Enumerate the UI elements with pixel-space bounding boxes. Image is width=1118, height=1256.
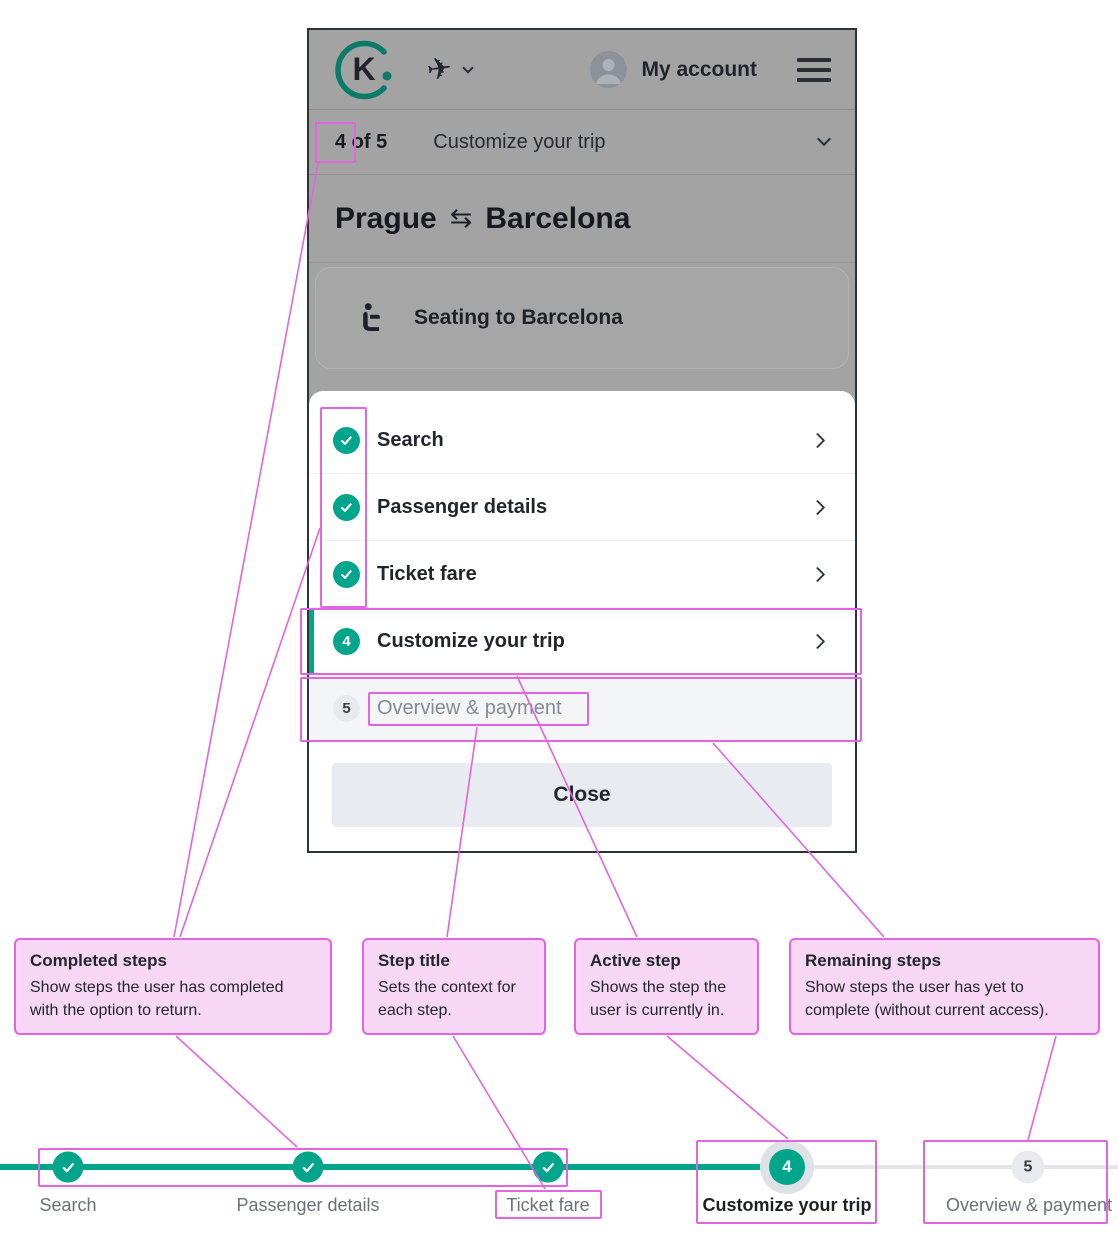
chevron-right-icon bbox=[809, 499, 826, 515]
step-number-badge: 5 bbox=[333, 695, 360, 722]
menu-icon[interactable] bbox=[797, 57, 831, 82]
annotation-step-title: Step title Sets the context for each ste… bbox=[362, 938, 546, 1036]
annotation-remaining-steps: Remaining steps Show steps the user has … bbox=[789, 938, 1100, 1036]
stepper-step-overview-payment: 5 bbox=[1011, 1150, 1045, 1184]
annotation-title: Completed steps bbox=[30, 951, 167, 970]
seat-icon bbox=[363, 303, 380, 332]
step-number-badge: 4 bbox=[333, 627, 360, 655]
step-menu-item-label: Ticket fare bbox=[377, 562, 477, 585]
close-button[interactable]: Close bbox=[332, 763, 832, 827]
check-icon bbox=[333, 493, 360, 521]
chevron-down-icon[interactable] bbox=[462, 61, 474, 74]
annotation-title: Remaining steps bbox=[805, 951, 942, 970]
stepper-step-customize-your-trip[interactable]: 4 bbox=[769, 1149, 805, 1185]
my-account-label[interactable]: My account bbox=[641, 57, 757, 81]
step-menu-item-customize-your-trip[interactable]: 4 Customize your trip bbox=[309, 608, 855, 675]
stepper-step-passenger-details[interactable] bbox=[292, 1151, 324, 1183]
step-counter: 4 of 5 bbox=[335, 130, 388, 153]
avatar[interactable] bbox=[590, 51, 628, 88]
step-menu-item-passenger-details[interactable]: Passenger details bbox=[309, 474, 855, 541]
modal-footer: Close bbox=[309, 742, 855, 827]
destination-city: Barcelona bbox=[485, 201, 631, 235]
origin-city: Prague bbox=[335, 201, 437, 235]
stepper-label-passenger-details: Passenger details bbox=[236, 1195, 380, 1215]
app-header: K ✈ My account bbox=[309, 30, 855, 110]
stepper-track-remaining bbox=[787, 1165, 1118, 1169]
annotation-active-step: Active step Shows the step the user is c… bbox=[574, 938, 759, 1036]
chevron-down-icon[interactable] bbox=[816, 131, 832, 147]
annotation-completed-steps: Completed steps Show steps the user has … bbox=[14, 938, 332, 1036]
annotation-description: Show steps the user has yet to complete … bbox=[805, 979, 1049, 1020]
step-menu-item-label: Customize your trip bbox=[377, 629, 565, 652]
step-menu-item-label: Overview & payment bbox=[377, 697, 562, 719]
stepper-step-ticket-fare[interactable] bbox=[532, 1151, 564, 1183]
check-icon bbox=[333, 560, 360, 588]
step-menu-item-ticket-fare[interactable]: Ticket fare bbox=[309, 541, 855, 608]
person-icon bbox=[590, 51, 628, 88]
step-menu-item-label: Search bbox=[377, 428, 444, 451]
check-icon bbox=[542, 1162, 554, 1172]
step-menu-item-overview-payment: 5 Overview & payment bbox=[309, 675, 855, 742]
annotation-title: Active step bbox=[590, 951, 681, 970]
stepper-step-search[interactable] bbox=[52, 1151, 84, 1183]
seating-section[interactable]: Seating to Barcelona bbox=[315, 267, 849, 369]
kiwi-logo-letter: K bbox=[352, 51, 376, 87]
annotation-description: Sets the context for each step. bbox=[378, 979, 516, 1020]
step-menu-item-search[interactable]: Search bbox=[309, 407, 855, 474]
stepper-track-completed bbox=[0, 1164, 787, 1170]
chevron-right-icon bbox=[809, 566, 826, 582]
kiwi-logo[interactable]: K bbox=[333, 39, 395, 101]
check-icon bbox=[62, 1162, 74, 1172]
trip-route-title: Prague ⇆ Barcelona bbox=[309, 175, 855, 263]
stepper-label-overview-payment: Overview & payment bbox=[945, 1195, 1113, 1215]
seating-label: Seating to Barcelona bbox=[414, 306, 623, 329]
airplane-icon[interactable]: ✈ bbox=[424, 50, 455, 88]
chevron-right-icon bbox=[809, 432, 826, 448]
chevron-right-icon bbox=[809, 633, 826, 649]
check-icon bbox=[333, 426, 360, 454]
stepper-label-ticket-fare: Ticket fare bbox=[506, 1195, 590, 1215]
annotation-description: Show steps the user has completed with t… bbox=[30, 979, 284, 1020]
check-icon bbox=[302, 1162, 314, 1172]
step-progress-bar[interactable]: 4 of 5 Customize your trip bbox=[309, 110, 855, 175]
step-menu-item-label: Passenger details bbox=[377, 495, 548, 518]
step-bar-title: Customize your trip bbox=[433, 130, 606, 153]
steps-menu-modal: Search Passenger details Ticket fare 4 bbox=[309, 391, 855, 851]
stepper-label-customize-your-trip: Customize your trip bbox=[702, 1195, 872, 1215]
annotation-description: Shows the step the user is currently in. bbox=[590, 979, 727, 1020]
swap-arrows-icon: ⇆ bbox=[449, 203, 473, 233]
kiwi-logo-ring bbox=[335, 40, 392, 99]
phone-mockup: K ✈ My account 4 of 5 Customize your tri… bbox=[307, 28, 857, 853]
annotation-title: Step title bbox=[378, 951, 450, 970]
stepper-label-search: Search bbox=[39, 1195, 97, 1215]
